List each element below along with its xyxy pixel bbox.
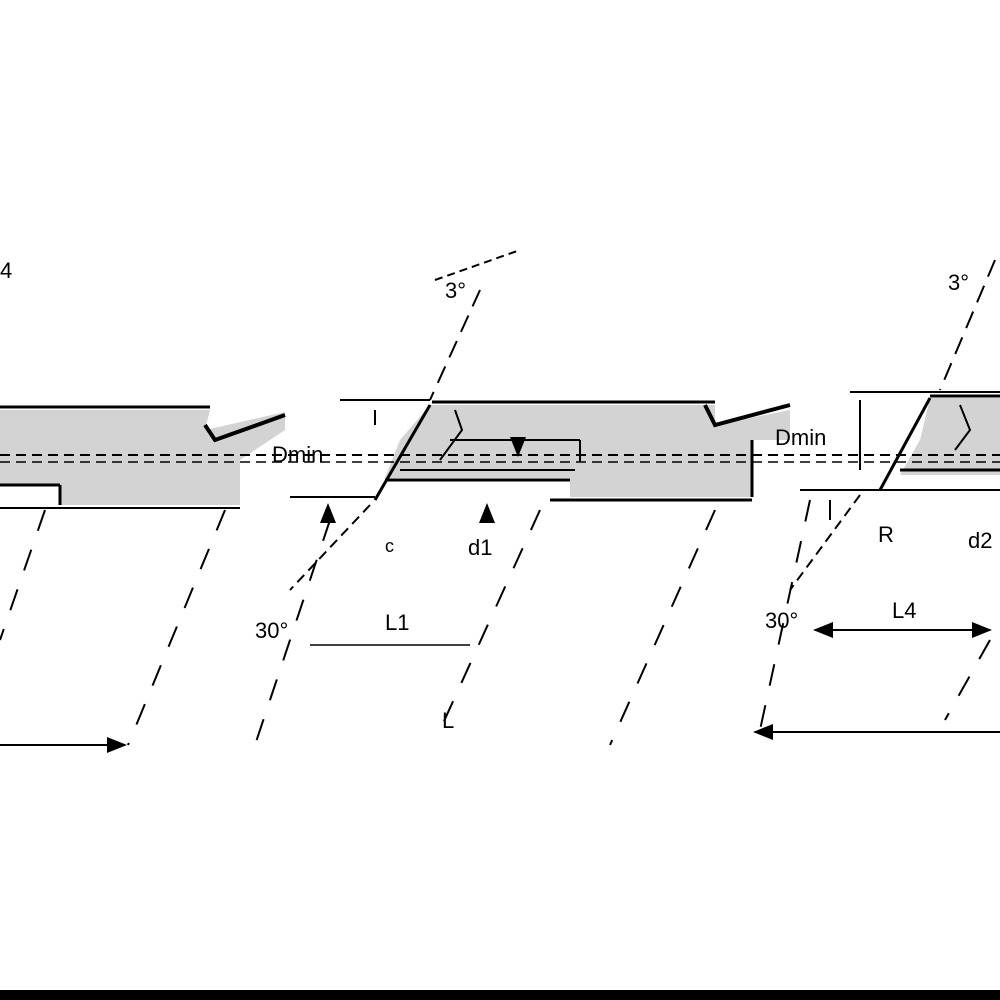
- right-profile: [789, 259, 1000, 591]
- label-dmin-right: Dmin: [775, 425, 826, 450]
- label-top-right-angle: 3°: [948, 270, 969, 295]
- label-l4: L4: [892, 598, 916, 623]
- bottom-bar: [0, 990, 1000, 1000]
- label-c: c: [385, 536, 394, 556]
- label-l: L: [442, 708, 454, 733]
- label-dmin-left: Dmin: [272, 442, 323, 467]
- label-r: R: [878, 522, 894, 547]
- label-l1: L1: [385, 610, 409, 635]
- label-d2: d2: [968, 528, 992, 553]
- label-left-bottom-angle: 30°: [255, 618, 288, 643]
- left-profile: [0, 405, 286, 509]
- label-d1: d1: [468, 535, 492, 560]
- center-profile: [289, 249, 791, 591]
- label-top-center-angle: 3°: [445, 278, 466, 303]
- label-right-bottom-angle: 30°: [765, 608, 798, 633]
- label-top-left-angle: 4: [0, 258, 12, 283]
- extension-lines: [0, 499, 991, 746]
